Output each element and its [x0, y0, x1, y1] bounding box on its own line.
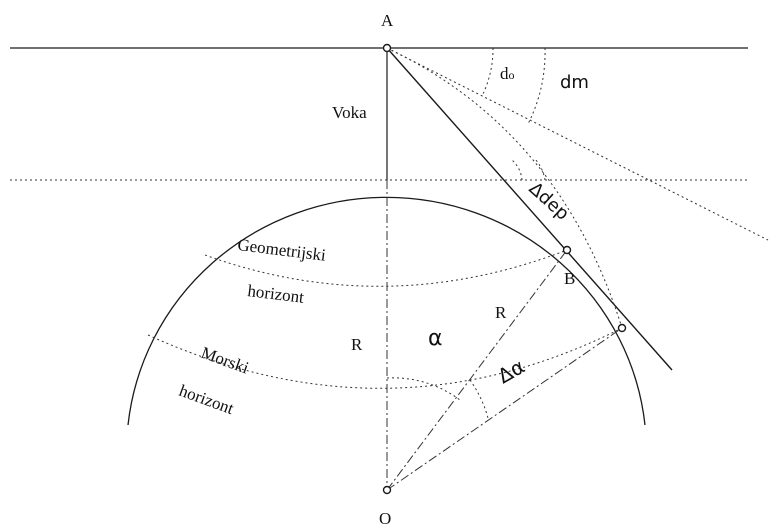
label-delta-alpha: Δα [494, 354, 529, 388]
angle-d0-arc [481, 47, 494, 97]
label-dm: dm [560, 72, 589, 93]
radius-ob-line [386, 249, 568, 491]
angle-delta-alpha-arc [469, 379, 489, 419]
point-b-marker [562, 245, 572, 255]
label-d0: do [500, 64, 515, 83]
angle-mark-1 [511, 159, 523, 181]
angle-alpha-arc [386, 377, 461, 401]
label-sea-horizon-2: horizont [177, 381, 237, 418]
angle-dm-arc [527, 47, 546, 125]
label-d0-main: d [500, 64, 509, 83]
angle-mark-2 [533, 157, 546, 181]
label-geometric-horizon-2: horizont [247, 281, 306, 307]
label-geometric-horizon-1: Geometrijski [237, 235, 328, 265]
geometric-horizon-arc [204, 249, 568, 287]
refraction-curve [386, 47, 623, 329]
sea-horizon-arc [147, 327, 623, 389]
label-voka: Voka [332, 103, 367, 122]
label-point-o: O [379, 509, 391, 528]
label-alpha: α [428, 326, 443, 351]
label-sea-horizon-1: Morski [199, 343, 252, 378]
label-point-b: B [564, 269, 575, 288]
label-r-right: R [495, 303, 507, 322]
point-a-marker [382, 43, 392, 53]
label-r-left: R [351, 335, 363, 354]
label-d0-subscript: o [509, 68, 515, 82]
point-sea-horizon-marker [617, 323, 627, 333]
line-of-sight-solid [386, 47, 673, 371]
label-point-a: A [381, 11, 394, 30]
point-o-marker [382, 485, 392, 495]
label-delta-dep: Δdep [525, 178, 573, 225]
radius-far-line [386, 327, 623, 491]
line-of-sight-dotted [386, 47, 769, 241]
